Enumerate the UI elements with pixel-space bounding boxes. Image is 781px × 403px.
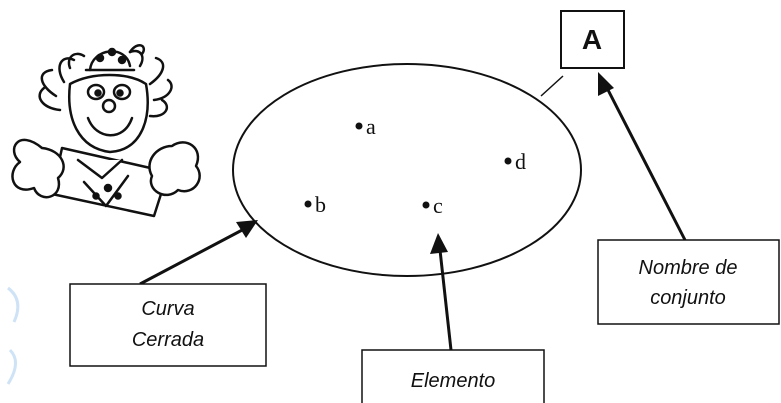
element-b: b bbox=[304, 192, 326, 217]
element-c: c bbox=[422, 193, 443, 218]
callout-curva-cerrada-box bbox=[69, 283, 267, 367]
element-label: d bbox=[515, 149, 526, 174]
callout-nombre-line1: Nombre de bbox=[639, 257, 738, 279]
callout-nombre-line2: conjunto bbox=[650, 287, 726, 309]
set-name-label: A bbox=[582, 24, 602, 55]
callout-curva-line1: Curva bbox=[141, 298, 194, 320]
arrow-elemento bbox=[430, 233, 453, 351]
element-label: a bbox=[366, 114, 376, 139]
element-a: a bbox=[355, 114, 376, 139]
element-dot bbox=[422, 201, 430, 209]
element-dot bbox=[355, 122, 363, 130]
element-dot bbox=[304, 200, 312, 208]
callout-elemento-box bbox=[361, 349, 545, 403]
callout-nombre-conjunto-box bbox=[597, 239, 780, 325]
decorative-arc-left-2 bbox=[6, 348, 17, 385]
callout-curva-line2: Cerrada bbox=[132, 329, 204, 351]
set-name-connector bbox=[540, 75, 564, 97]
closed-curve-ellipse bbox=[232, 63, 582, 277]
element-dot bbox=[504, 157, 512, 165]
arrow-nombre-conjunto bbox=[598, 72, 687, 241]
decorative-arc-left bbox=[7, 286, 20, 323]
callout-elemento-label: Elemento bbox=[411, 370, 496, 392]
cartoon-clown-icon bbox=[11, 44, 201, 218]
element-label: b bbox=[315, 192, 326, 217]
element-label: c bbox=[433, 193, 443, 218]
element-d: d bbox=[504, 149, 526, 174]
set-name-box bbox=[560, 10, 625, 69]
arrow-curva-cerrada bbox=[139, 220, 258, 286]
